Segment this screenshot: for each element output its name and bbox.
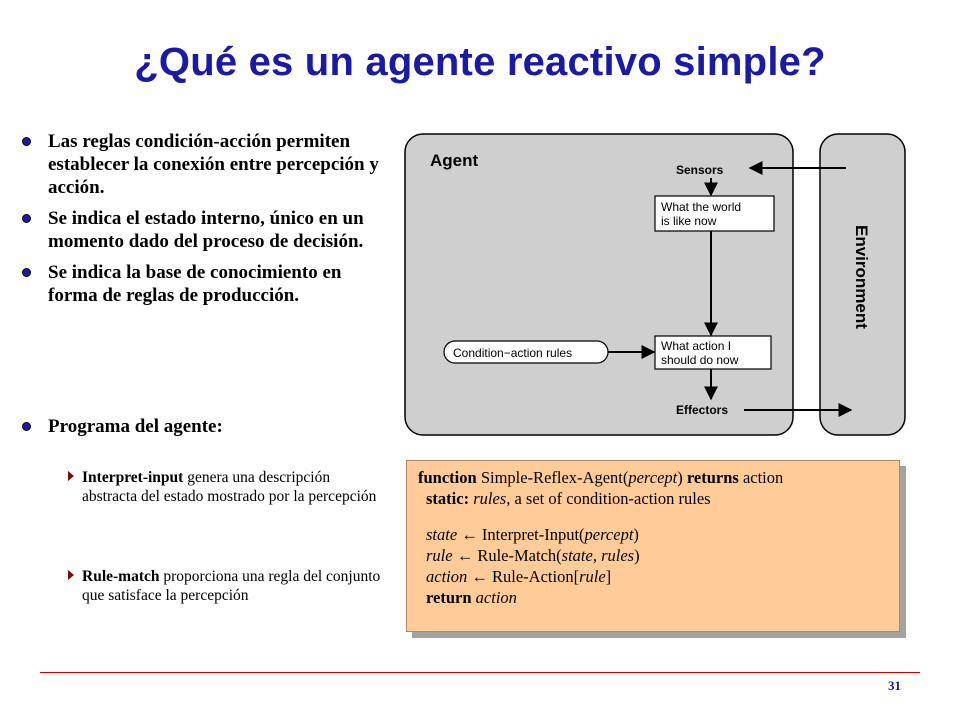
code-line-signature: function Simple-Reflex-Agent(percept) re… (418, 468, 784, 487)
bullet-text: Se indica el estado interno, único en un… (48, 208, 364, 252)
rules-label: Condition−action rules (453, 346, 572, 360)
code-line-return: return action (426, 588, 517, 607)
environment-box (819, 133, 906, 436)
sub-bullet-rule-match: Rule-match proporciona una regla del con… (68, 567, 382, 605)
world-state-line2: is like now (661, 214, 717, 228)
world-state-box (654, 195, 775, 232)
world-state-line1: What the world (661, 200, 741, 214)
bullet-text: Se indica la base de conocimiento en for… (48, 262, 342, 306)
action-line2: should do now (661, 353, 739, 367)
agent-diagram: Agent Environment Sensors Effectors What… (404, 133, 906, 436)
bullet-dot-icon (22, 268, 31, 277)
triangle-bullet-icon (68, 471, 74, 481)
page-number: 31 (888, 678, 901, 693)
action-line1: What action I (661, 339, 731, 353)
sub-bullet-text: Interpret-input genera una descripción a… (82, 469, 377, 505)
bullet-list: Las reglas condición-acción permiten est… (22, 130, 392, 315)
bullet-dot-icon (22, 137, 31, 146)
slide-title: ¿Qué es un agente reactivo simple? (134, 40, 826, 84)
code-line-action: action ← Rule-Action[rule] (426, 567, 612, 586)
bullet-text: Las reglas condición-acción permiten est… (48, 131, 379, 198)
agent-box (404, 133, 794, 436)
triangle-bullet-icon (68, 570, 74, 580)
bullet-item-program: Programa del agente: (22, 415, 408, 438)
sub-bullet-interpret-input: Interpret-input genera una descripción a… (68, 468, 382, 506)
sensors-label: Sensors (676, 163, 724, 177)
environment-label: Environment (852, 225, 871, 329)
bullet-item: Se indica la base de conocimiento en for… (22, 261, 392, 307)
bullet-item: Las reglas condición-acción permiten est… (22, 130, 392, 199)
code-line-rule: rule ← Rule-Match(state, rules) (426, 546, 640, 565)
bullet-dot-icon (22, 214, 31, 223)
agent-program-code: function Simple-Reflex-Agent(percept) re… (406, 460, 900, 632)
agent-label: Agent (430, 151, 479, 170)
sub-bullet-text: Rule-match proporciona una regla del con… (82, 568, 381, 604)
effectors-label: Effectors (676, 403, 728, 417)
bullet-text: Programa del agente: (48, 416, 223, 437)
footer-divider (40, 672, 920, 673)
code-line-static: static: rules, a set of condition-action… (426, 489, 711, 508)
bullet-item: Se indica el estado interno, único en un… (22, 207, 392, 253)
code-line-state: state ← Interpret-Input(percept) (426, 525, 639, 544)
bullet-dot-icon (22, 422, 31, 431)
